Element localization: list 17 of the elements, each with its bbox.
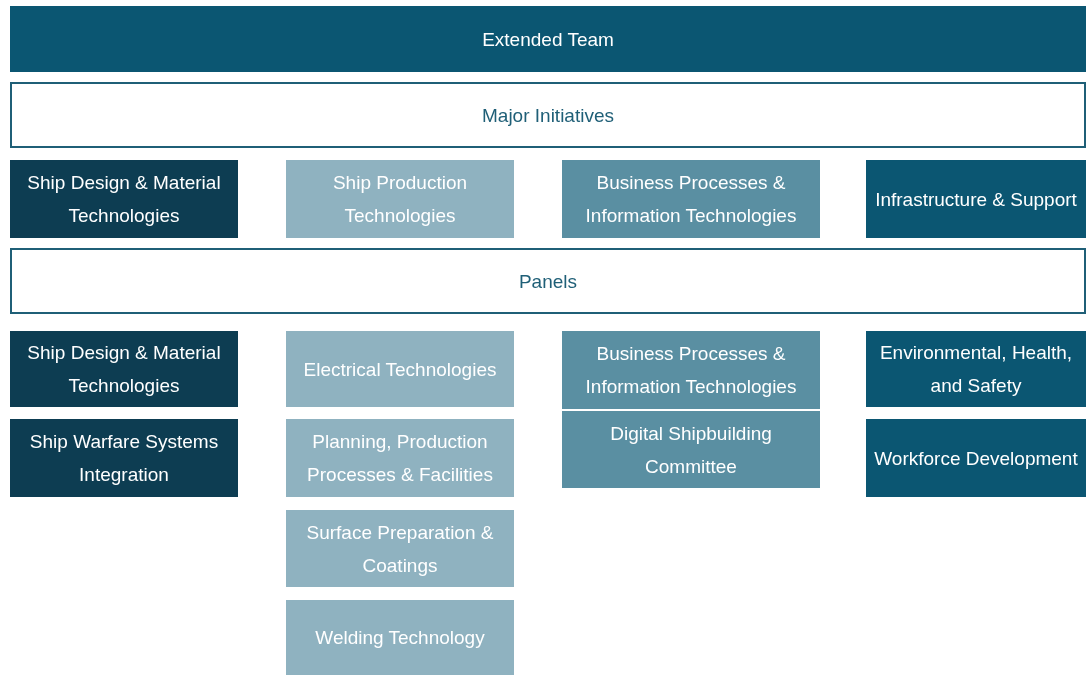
- group-box: Business Processes & Information Technologies: [562, 160, 820, 238]
- group-box: Workforce Development: [866, 419, 1086, 497]
- group-box: Ship Design & Material Technologies: [10, 160, 238, 238]
- group-box: Environmental, Health, and Safety: [866, 331, 1086, 407]
- group-box: Planning, Production Processes & Facilities: [286, 419, 514, 497]
- group-box: Ship Warfare Systems Integration: [10, 419, 238, 497]
- group-box: Ship Design & Material Technologies: [10, 331, 238, 407]
- section-header-box: Panels: [10, 248, 1086, 314]
- section-header-box: Major Initiatives: [10, 82, 1086, 148]
- group-box: Digital Shipbuilding Committee: [562, 410, 820, 488]
- group-box: Ship Production Technologies: [286, 160, 514, 238]
- group-box: Business Processes & Information Technologies: [562, 331, 820, 409]
- group-box: Electrical Technologies: [286, 331, 514, 407]
- title-bar: Extended Team: [10, 6, 1086, 72]
- group-box: Surface Preparation & Coatings: [286, 510, 514, 587]
- group-box: Welding Technology: [286, 600, 514, 675]
- group-box: Infrastructure & Support: [866, 160, 1086, 238]
